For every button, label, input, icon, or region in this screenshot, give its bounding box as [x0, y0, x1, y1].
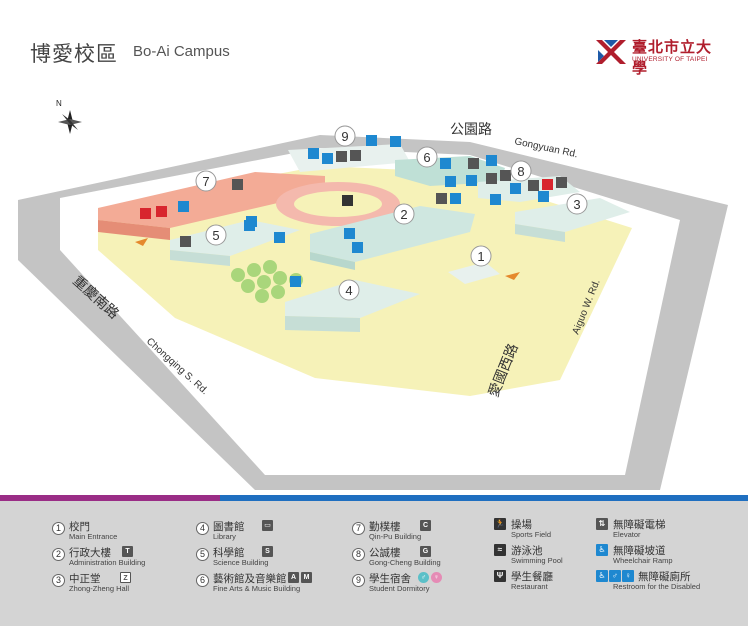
restroom-male-icon: ♂ [609, 570, 621, 582]
legend-item-restroom-disabled: ♿ ♂ ♀ 無障礙廁所 Restroom for the Disabled [596, 569, 746, 593]
legend-item-wheelchair-ramp: ♿ 無障礙坡道 Wheelchair Ramp [596, 543, 736, 567]
page-title-en: Bo-Ai Campus [133, 43, 230, 60]
entrance-marker-icon [135, 238, 148, 246]
restroom-female-icon: ♀ [622, 570, 634, 582]
north-label: N [56, 99, 62, 108]
legend-item-sports-field: 🏃 操場 Sports Field [494, 518, 552, 539]
swimmer-icon: ≈ [494, 544, 506, 556]
svg-text:4: 4 [345, 283, 352, 298]
wheelchair-icon: ♿ [596, 544, 608, 556]
building-a-icon: A [288, 572, 299, 583]
restaurant-icon: Ψ [494, 570, 506, 582]
building-t-icon: T [122, 546, 133, 557]
elevator-icon: ⇅ [596, 518, 608, 530]
logo-text-cn: 臺北市立大學 [632, 38, 713, 77]
dorm-female-icon: ♀ [431, 572, 442, 583]
legend-item-zhongzheng-hall: 3 中正堂 Z Zhong-Zheng Hall [52, 571, 202, 595]
building-z-icon: Z [120, 572, 131, 583]
building-m-icon: M [301, 572, 312, 583]
legend-item-gongcheng: 8 公誠樓 G Gong-Cheng Building [352, 545, 492, 569]
legend-item-elevator: ⇅ 無障礙電梯 Elevator [596, 517, 736, 541]
legend-item-swimming-pool: ≈ 游泳池 Swimming Pool [494, 543, 594, 567]
campus-map-svg: N [18, 99, 728, 490]
legend: 1 校門 Main Entrance 2 行政大樓 T Administrati… [0, 501, 748, 626]
building-5 [170, 220, 300, 256]
svg-text:2: 2 [400, 207, 407, 222]
entrance-marker-icon-2 [505, 272, 520, 280]
dorm-male-icon: ♂ [418, 572, 429, 583]
university-logo: 臺北市立大學 UNIVERSITY OF TAIPEI [594, 34, 724, 77]
map-facility-icons [140, 135, 567, 287]
page-title-cn: 博愛校區 [30, 42, 118, 66]
legend-item-library: 4 圖書館 ▭ Library [196, 519, 356, 543]
restroom-wheelchair-icon: ♿ [596, 570, 608, 582]
legend-item-qinpu: 7 勤樸樓 C Qin-Pu Building [352, 519, 492, 543]
header: 博愛校區 Bo-Ai Campus 臺北市立大學 UNIVERSITY OF T… [0, 0, 748, 80]
building-1 [448, 262, 500, 284]
building-s-icon: S [262, 546, 273, 557]
runner-icon: 🏃 [494, 518, 506, 530]
campus-ground [98, 166, 632, 396]
legend-item-restaurant: Ψ 學生餐廳 Restaurant [494, 569, 594, 593]
campus-map: N [0, 80, 748, 495]
building-2 [310, 206, 475, 262]
north-arrow-icon: N [56, 99, 82, 134]
logo-text-en: UNIVERSITY OF TAIPEI [632, 56, 708, 63]
legend-item-main-entrance: 1 校門 Main Entrance [52, 519, 202, 543]
svg-text:9: 9 [341, 129, 348, 144]
building-labels: 1 2 3 4 5 6 7 8 9 [195, 125, 588, 301]
building-g-icon: G [420, 546, 431, 557]
svg-text:7: 7 [202, 174, 209, 189]
svg-text:5: 5 [212, 228, 219, 243]
legend-item-administration: 2 行政大樓 T Administration Building [52, 545, 202, 569]
building-c-icon: C [420, 520, 431, 531]
building-3 [515, 198, 630, 232]
road-gongyuan-cn: 公園路 [450, 122, 492, 138]
legend-item-science: 5 科學館 S Science Building [196, 545, 356, 569]
legend-item-fine-arts-music: 6 藝術館及音樂館 A M Fine Arts & Music Building [196, 571, 356, 595]
svg-text:1: 1 [477, 249, 484, 264]
svg-text:8: 8 [517, 164, 524, 179]
book-icon: ▭ [262, 520, 273, 531]
legend-item-dormitory: 9 學生宿舍 ♂ ♀ Student Dormitory [352, 571, 492, 595]
svg-text:6: 6 [423, 150, 430, 165]
legend-divider [0, 495, 748, 501]
svg-text:3: 3 [573, 197, 580, 212]
logo-mark-icon [596, 40, 626, 64]
building-7 [98, 172, 325, 228]
